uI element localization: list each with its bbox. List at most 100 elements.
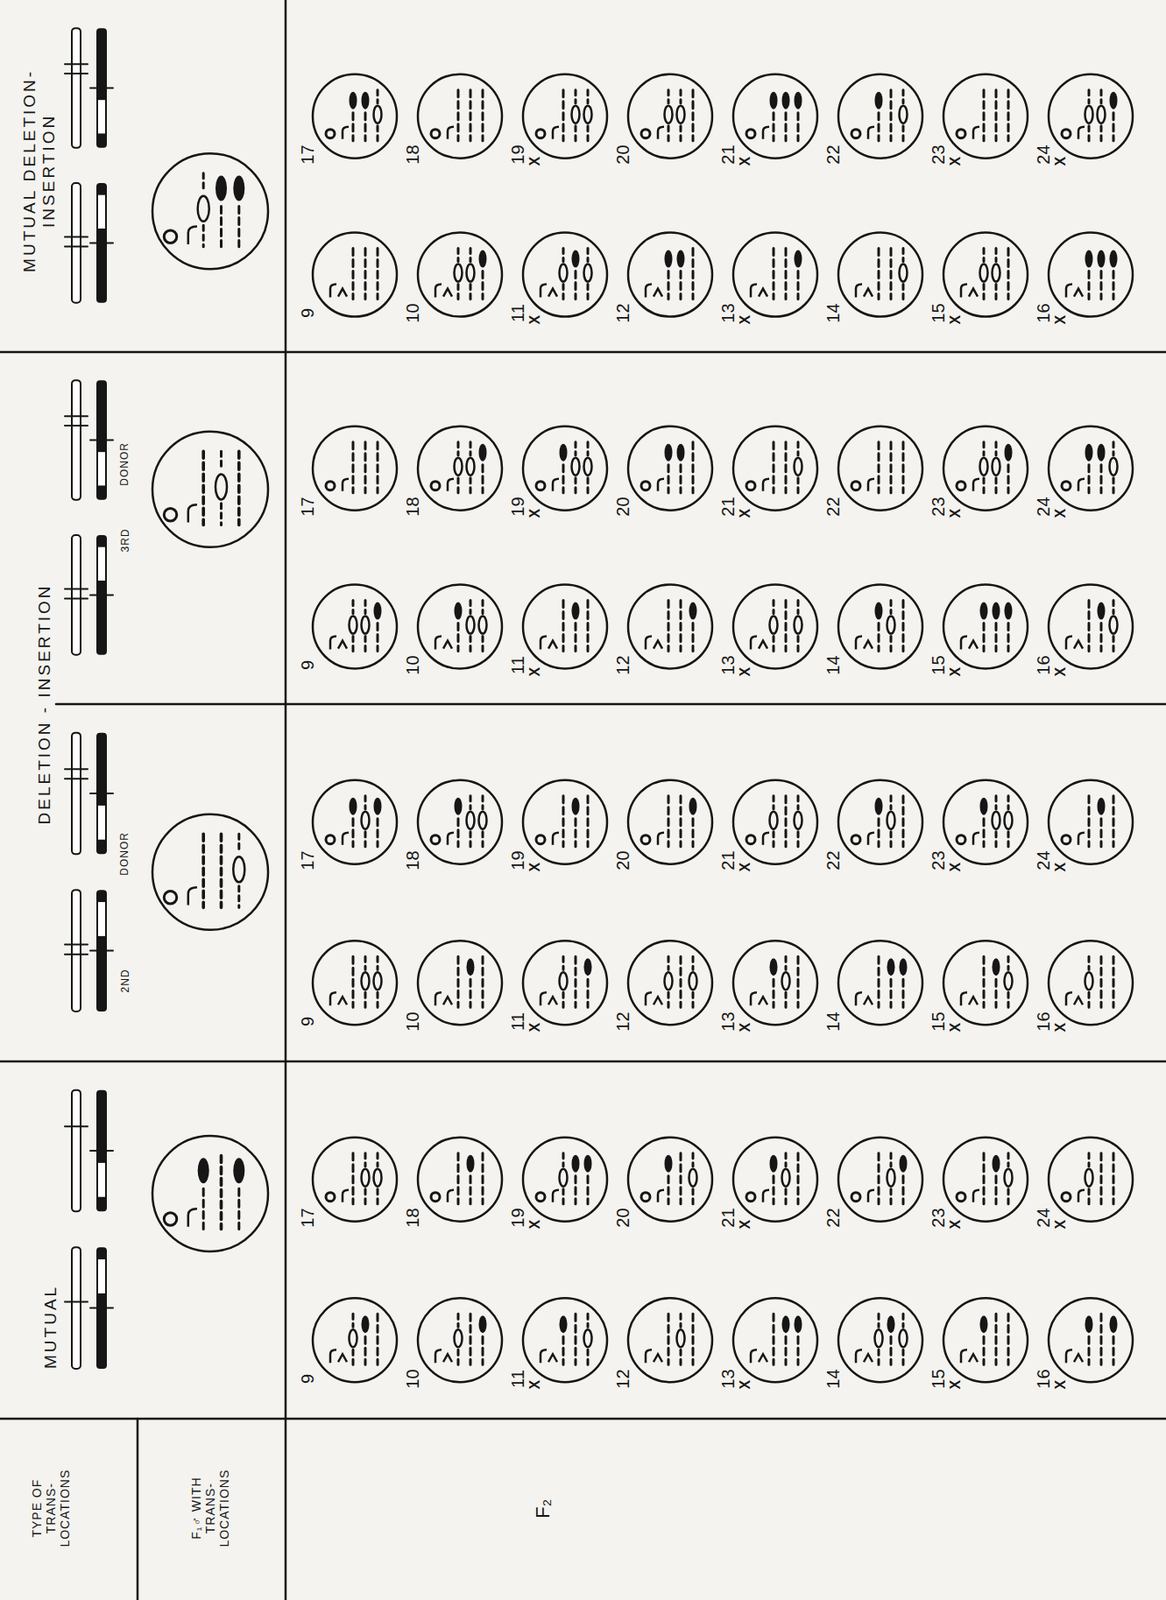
chromatid-dash xyxy=(1100,1153,1103,1205)
chromatid-dash xyxy=(364,600,368,615)
chromatid-dash xyxy=(877,1153,881,1205)
chromosome-oval xyxy=(1109,91,1118,110)
chromatid-dash xyxy=(237,886,241,909)
chromatid-dash xyxy=(667,1314,671,1365)
cross-mark: X xyxy=(737,1380,754,1391)
plant-number: 14 xyxy=(823,1369,844,1389)
chromatid-dash xyxy=(995,442,998,456)
f2-cell-circle xyxy=(733,780,818,865)
chromatid-dash xyxy=(352,113,355,142)
translocated-segment xyxy=(98,1259,106,1294)
caret-mark xyxy=(443,996,453,1005)
hook-mark xyxy=(750,284,757,298)
plant-number: 18 xyxy=(402,1208,424,1229)
chromosome-ring xyxy=(1004,812,1013,830)
hook-mark xyxy=(552,479,559,492)
chromatid-dash xyxy=(679,271,683,300)
plant-number: 23 xyxy=(928,1208,949,1229)
chromatid-dash xyxy=(1100,90,1103,104)
f2-cell-circle xyxy=(733,585,818,670)
chromosome-ring xyxy=(1109,458,1118,476)
plant-number: 22 xyxy=(823,145,844,165)
grid-line xyxy=(136,1419,140,1600)
hook-mark xyxy=(855,636,863,651)
caret-mark xyxy=(653,289,663,297)
chromatid-dash xyxy=(890,248,893,300)
row-label: F₂ xyxy=(531,1498,554,1519)
hook-mark xyxy=(342,127,349,140)
plant-number: 18 xyxy=(402,145,424,165)
f2-cell-circle xyxy=(522,940,608,1025)
cross-mark: X xyxy=(527,156,544,167)
chromatid-dash xyxy=(679,796,683,848)
ring-mark xyxy=(851,129,861,139)
caret-mark xyxy=(968,641,978,650)
f2-cell-circle xyxy=(312,780,397,865)
hook-mark xyxy=(868,833,875,846)
hook-mark xyxy=(855,284,863,298)
chromatid-dash xyxy=(1100,465,1103,494)
hook-mark xyxy=(1066,992,1073,1006)
chromatid-dash xyxy=(457,1153,460,1205)
section-heading: MUTUAL DELETION-INSERTION xyxy=(20,35,59,307)
chromatid-dash xyxy=(202,173,205,193)
plant-number: 19 xyxy=(508,145,529,165)
chromatid-dash xyxy=(562,956,566,970)
chromosome-ring xyxy=(197,196,210,222)
ring-mark xyxy=(1061,1193,1071,1202)
chromatid-dash xyxy=(772,1314,776,1365)
chromosome-bar xyxy=(71,1090,81,1213)
chromatid-dash xyxy=(1007,623,1011,652)
chromatid-dash xyxy=(667,465,671,494)
chromosome-bar xyxy=(71,1247,81,1370)
chromatid-dash xyxy=(586,478,590,494)
chromatid-dash xyxy=(692,819,695,848)
caret-mark xyxy=(548,641,558,650)
f2-cell-circle xyxy=(943,1137,1028,1223)
chromatid-dash xyxy=(562,1189,566,1205)
chromatid-dash xyxy=(890,636,893,652)
ring-mark xyxy=(851,1193,861,1202)
hook-mark xyxy=(657,1190,665,1203)
chromosome-oval xyxy=(782,91,791,110)
chromosome-ring xyxy=(349,1329,358,1348)
chromatid-dash xyxy=(457,819,460,848)
cross-mark: X xyxy=(947,508,964,519)
f2-cell-circle xyxy=(522,426,608,511)
chromatid-dash xyxy=(364,636,368,652)
ring-mark xyxy=(431,481,440,491)
chromatid-dash xyxy=(364,796,368,810)
ring-mark xyxy=(641,481,651,491)
chromatid-dash xyxy=(667,796,671,848)
chromosome-ring xyxy=(559,1169,568,1188)
chromatid-dash xyxy=(376,992,380,1008)
ring-mark xyxy=(325,1193,335,1202)
f1-cell-circle xyxy=(152,814,269,931)
hook-mark xyxy=(645,1349,652,1364)
ring-mark xyxy=(536,481,545,491)
chromatid-dash xyxy=(679,956,683,1008)
chromatid-dash xyxy=(481,1336,485,1365)
f2-cell-circle xyxy=(943,940,1028,1025)
chromosome-ring xyxy=(980,458,989,476)
chromosome-bar xyxy=(71,28,81,149)
chromatid-dash xyxy=(890,979,893,1008)
hook-mark xyxy=(1078,479,1085,492)
grid-line xyxy=(56,703,1166,707)
chromatid-dash xyxy=(797,1336,800,1365)
chromatid-dash xyxy=(574,819,578,848)
chromosome-ring xyxy=(374,972,382,990)
chromatid-dash xyxy=(352,819,355,848)
chromatid-dash xyxy=(481,600,485,615)
cross-mark: X xyxy=(947,1219,964,1230)
chromatid-dash xyxy=(797,832,800,848)
centromere-tick xyxy=(90,87,114,90)
chromatid-dash xyxy=(562,284,566,300)
chromatid-dash xyxy=(797,956,800,1008)
hook-mark xyxy=(330,992,337,1006)
chromatid-dash xyxy=(201,451,205,525)
chromosome-ring xyxy=(233,856,245,883)
chromatid-dash xyxy=(902,796,905,848)
centromere-tick xyxy=(90,950,114,953)
chromosome-ring xyxy=(572,458,580,476)
